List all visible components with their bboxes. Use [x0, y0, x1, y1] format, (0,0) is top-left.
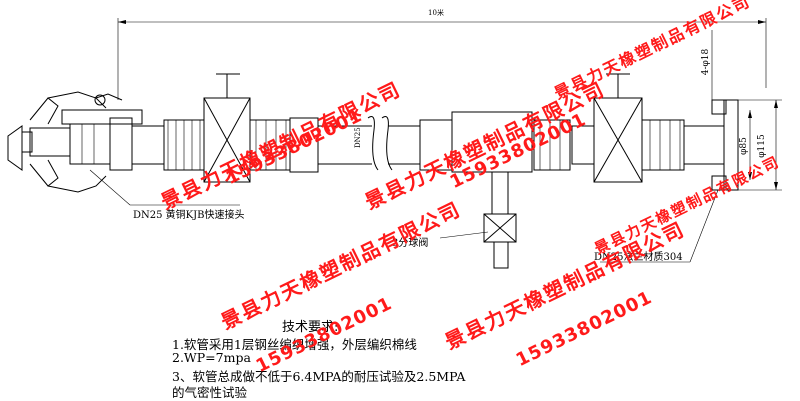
hose-segment-right	[388, 73, 725, 269]
overall-length-label: 10米	[428, 8, 444, 17]
requirement-1: 1.软管采用1层钢丝编织增强，外层编织棉线	[172, 337, 417, 352]
bolt-circle-label: φ85	[739, 137, 749, 155]
flange: φ115 φ85 4-φ18	[701, 30, 782, 191]
hose-segment-left: DN25	[131, 73, 393, 183]
requirement-3: 3、软管总成做不低于6.4MPA的耐压试验及2.5MPA	[172, 369, 466, 384]
quick-coupling-callout: DN25 黄铜KJB快速接头	[133, 208, 245, 221]
requirement-2: 2.WP=7mpa	[172, 350, 251, 365]
callout-leaders	[89, 169, 719, 263]
hole-spec-label: 4-φ18	[701, 48, 711, 75]
flange-od-label: φ115	[757, 134, 767, 158]
requirements-title: 技术要求:	[282, 320, 339, 335]
quick-coupling	[7, 91, 143, 193]
requirement-3-cont: 的气密性试验	[172, 385, 248, 400]
overall-length-dimension: 10米	[117, 8, 767, 100]
hose-size-label: DN25	[354, 127, 362, 148]
ball-valve-callout: 3分球阀	[392, 236, 428, 249]
flange-callout: DN25法兰材质304	[594, 250, 683, 263]
